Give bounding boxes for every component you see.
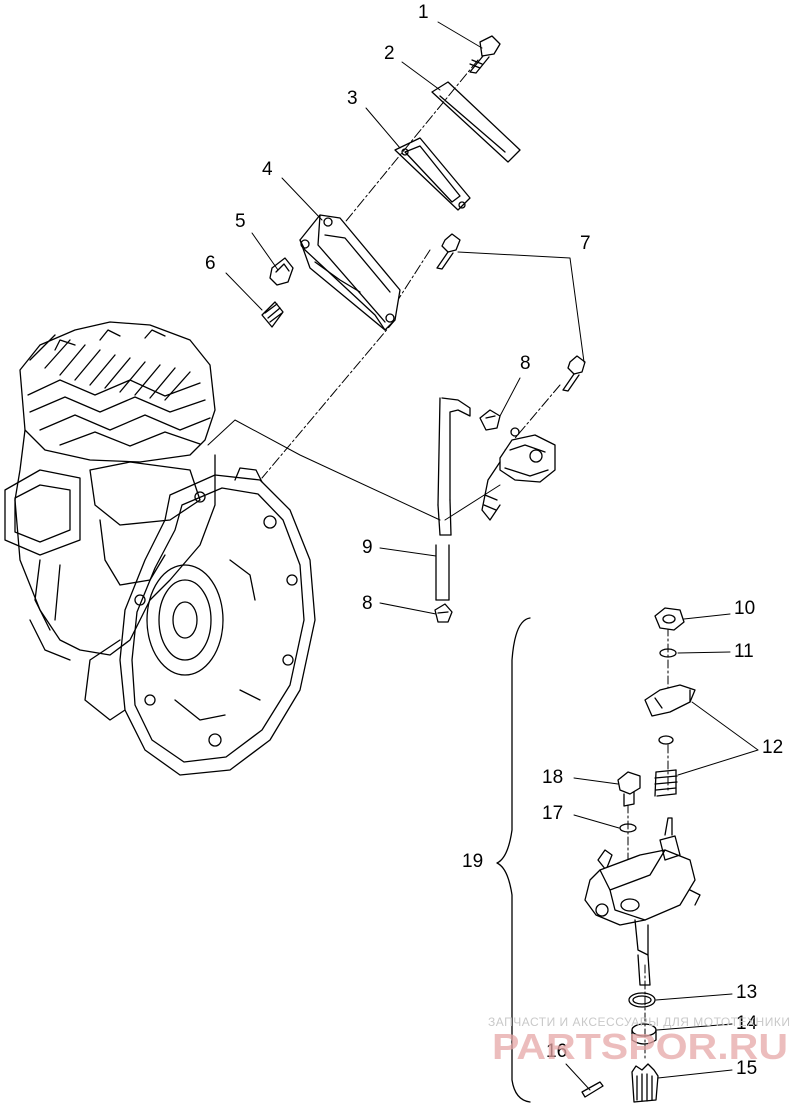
callout-16: 16 xyxy=(546,1041,568,1062)
seal-part-14 xyxy=(631,1023,657,1045)
callout-18: 18 xyxy=(542,767,564,788)
callout-12: 12 xyxy=(762,737,784,758)
pin-part-16 xyxy=(581,1081,604,1098)
leader-lines xyxy=(225,21,759,1091)
oil-pump-mounted xyxy=(481,427,556,521)
callout-1: 1 xyxy=(418,2,429,23)
spring-part-12 xyxy=(654,769,678,797)
engine-block xyxy=(4,321,316,776)
callout-13: 13 xyxy=(736,982,758,1003)
callout-4: 4 xyxy=(262,159,273,180)
hose-clamp-part-8-lower xyxy=(434,603,453,623)
watermark-logo: PARTSPOR.RU xyxy=(492,1026,788,1066)
callout-8-lower: 8 xyxy=(362,593,373,614)
cylinder-head-fins xyxy=(19,321,216,463)
callout-11: 11 xyxy=(734,641,754,662)
o-ring-part-13-inner xyxy=(632,995,652,1005)
callout-14: 14 xyxy=(736,1013,758,1034)
callout-17: 17 xyxy=(542,803,564,824)
watermark-caption: ЗАПЧАСТИ И АКСЕССУАРЫ ДЛЯ МОТОТЕХНИКИ xyxy=(488,1015,791,1029)
gear-part-15 xyxy=(631,1063,659,1103)
bracket-19 xyxy=(496,617,531,1103)
callout-19: 19 xyxy=(462,851,484,872)
screw-part-7-lower xyxy=(562,355,586,392)
lever-part-12 xyxy=(644,684,696,717)
crankcase-housing xyxy=(84,467,316,776)
o-ring-part-13 xyxy=(628,992,656,1008)
gasket-part-3 xyxy=(394,137,471,211)
housing-part-4 xyxy=(299,214,401,331)
washer-part-12 xyxy=(658,735,674,745)
hose-part-9 xyxy=(435,397,471,601)
callout-3: 3 xyxy=(347,88,358,109)
callout-7: 7 xyxy=(580,233,591,254)
screw-part-7-upper xyxy=(436,233,461,270)
cover-plate-part-2 xyxy=(431,81,521,163)
watermark-logo-text: PARTSPOR.RU xyxy=(492,1026,788,1066)
callout-8-upper: 8 xyxy=(520,353,531,374)
callout-6: 6 xyxy=(205,253,216,274)
plug-part-6 xyxy=(261,301,284,328)
washer-part-17 xyxy=(619,823,637,833)
hose-clamp-part-8-upper xyxy=(479,409,501,431)
callout-15: 15 xyxy=(736,1058,758,1079)
nut-part-10 xyxy=(654,607,685,631)
washer-part-11 xyxy=(659,648,677,658)
oil-pump-body xyxy=(584,817,701,986)
callout-9: 9 xyxy=(362,537,373,558)
callout-10: 10 xyxy=(734,598,756,619)
callout-5: 5 xyxy=(235,211,246,232)
fitting-part-5 xyxy=(269,257,294,286)
callout-2: 2 xyxy=(384,43,395,64)
bolt-part-1 xyxy=(469,35,501,74)
screw-part-18 xyxy=(617,771,641,807)
